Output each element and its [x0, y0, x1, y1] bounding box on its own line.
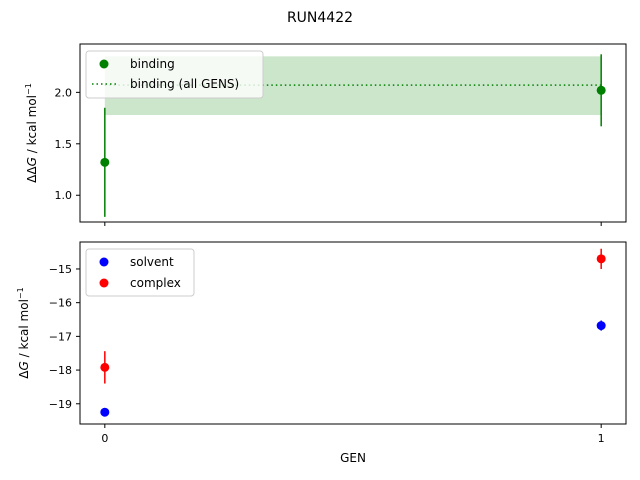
- legend-complex-marker: [99, 278, 109, 288]
- y-tick-label-bottom-3: −16: [49, 297, 72, 310]
- top-ticks: 1.0 1.5 2.0: [55, 86, 602, 226]
- y-tick-label-bottom-1: −18: [49, 364, 72, 377]
- y-tick-label-top-0: 1.0: [55, 189, 73, 202]
- legend-solvent-marker: [99, 257, 109, 267]
- legend-complex-label: complex: [130, 276, 181, 290]
- y-tick-label-top-2: 2.0: [55, 86, 73, 99]
- bottom-plot-content: [100, 248, 606, 417]
- top-axes-frame: [79, 43, 627, 223]
- x-tick-label-bottom-1: 1: [598, 432, 605, 445]
- bottom-axes-frame: [79, 241, 627, 425]
- bottom-legend-frame: [85, 248, 195, 297]
- complex-point-gen-0: [100, 362, 110, 372]
- bottom-y-axis-label: ΔG / kcal mol−1: [16, 287, 31, 378]
- complex-point-gen-1: [596, 254, 606, 264]
- solvent-point-gen-1: [596, 321, 606, 331]
- legend-solvent-label: solvent: [130, 255, 174, 269]
- top-legend: binding binding (all GENS): [85, 50, 264, 99]
- y-tick-label-bottom-2: −17: [49, 330, 72, 343]
- top-y-axis-label: ΔΔG / kcal mol−1: [24, 83, 39, 183]
- y-tick-label-top-1: 1.5: [55, 138, 73, 151]
- x-axis-label: GEN: [340, 451, 366, 465]
- legend-binding-label: binding: [130, 57, 175, 71]
- x-tick-label-bottom-0: 0: [101, 432, 108, 445]
- binding-point-gen-1: [596, 85, 606, 95]
- legend-binding-marker: [99, 59, 109, 69]
- bottom-ticks: 0 1 −19 −18 −17 −16 −15: [49, 263, 605, 445]
- bottom-legend: solvent complex: [85, 248, 195, 297]
- y-tick-label-bottom-0: −19: [49, 398, 72, 411]
- figure-title: RUN4422: [287, 10, 353, 26]
- legend-binding-all-gens-label: binding (all GENS): [130, 77, 239, 91]
- binding-point-gen-0: [100, 157, 110, 167]
- y-tick-label-bottom-4: −15: [49, 263, 72, 276]
- solvent-point-gen-0: [100, 407, 110, 417]
- top-legend-frame: [85, 50, 264, 99]
- top-panel-binding: 1.0 1.5 2.0 ΔΔG / kcal mol−1 binding bindi…: [24, 43, 627, 226]
- bottom-panel-components: 0 1 −19 −18 −17 −16 −15 ΔG / kcal mol−1 GEN so…: [16, 241, 627, 465]
